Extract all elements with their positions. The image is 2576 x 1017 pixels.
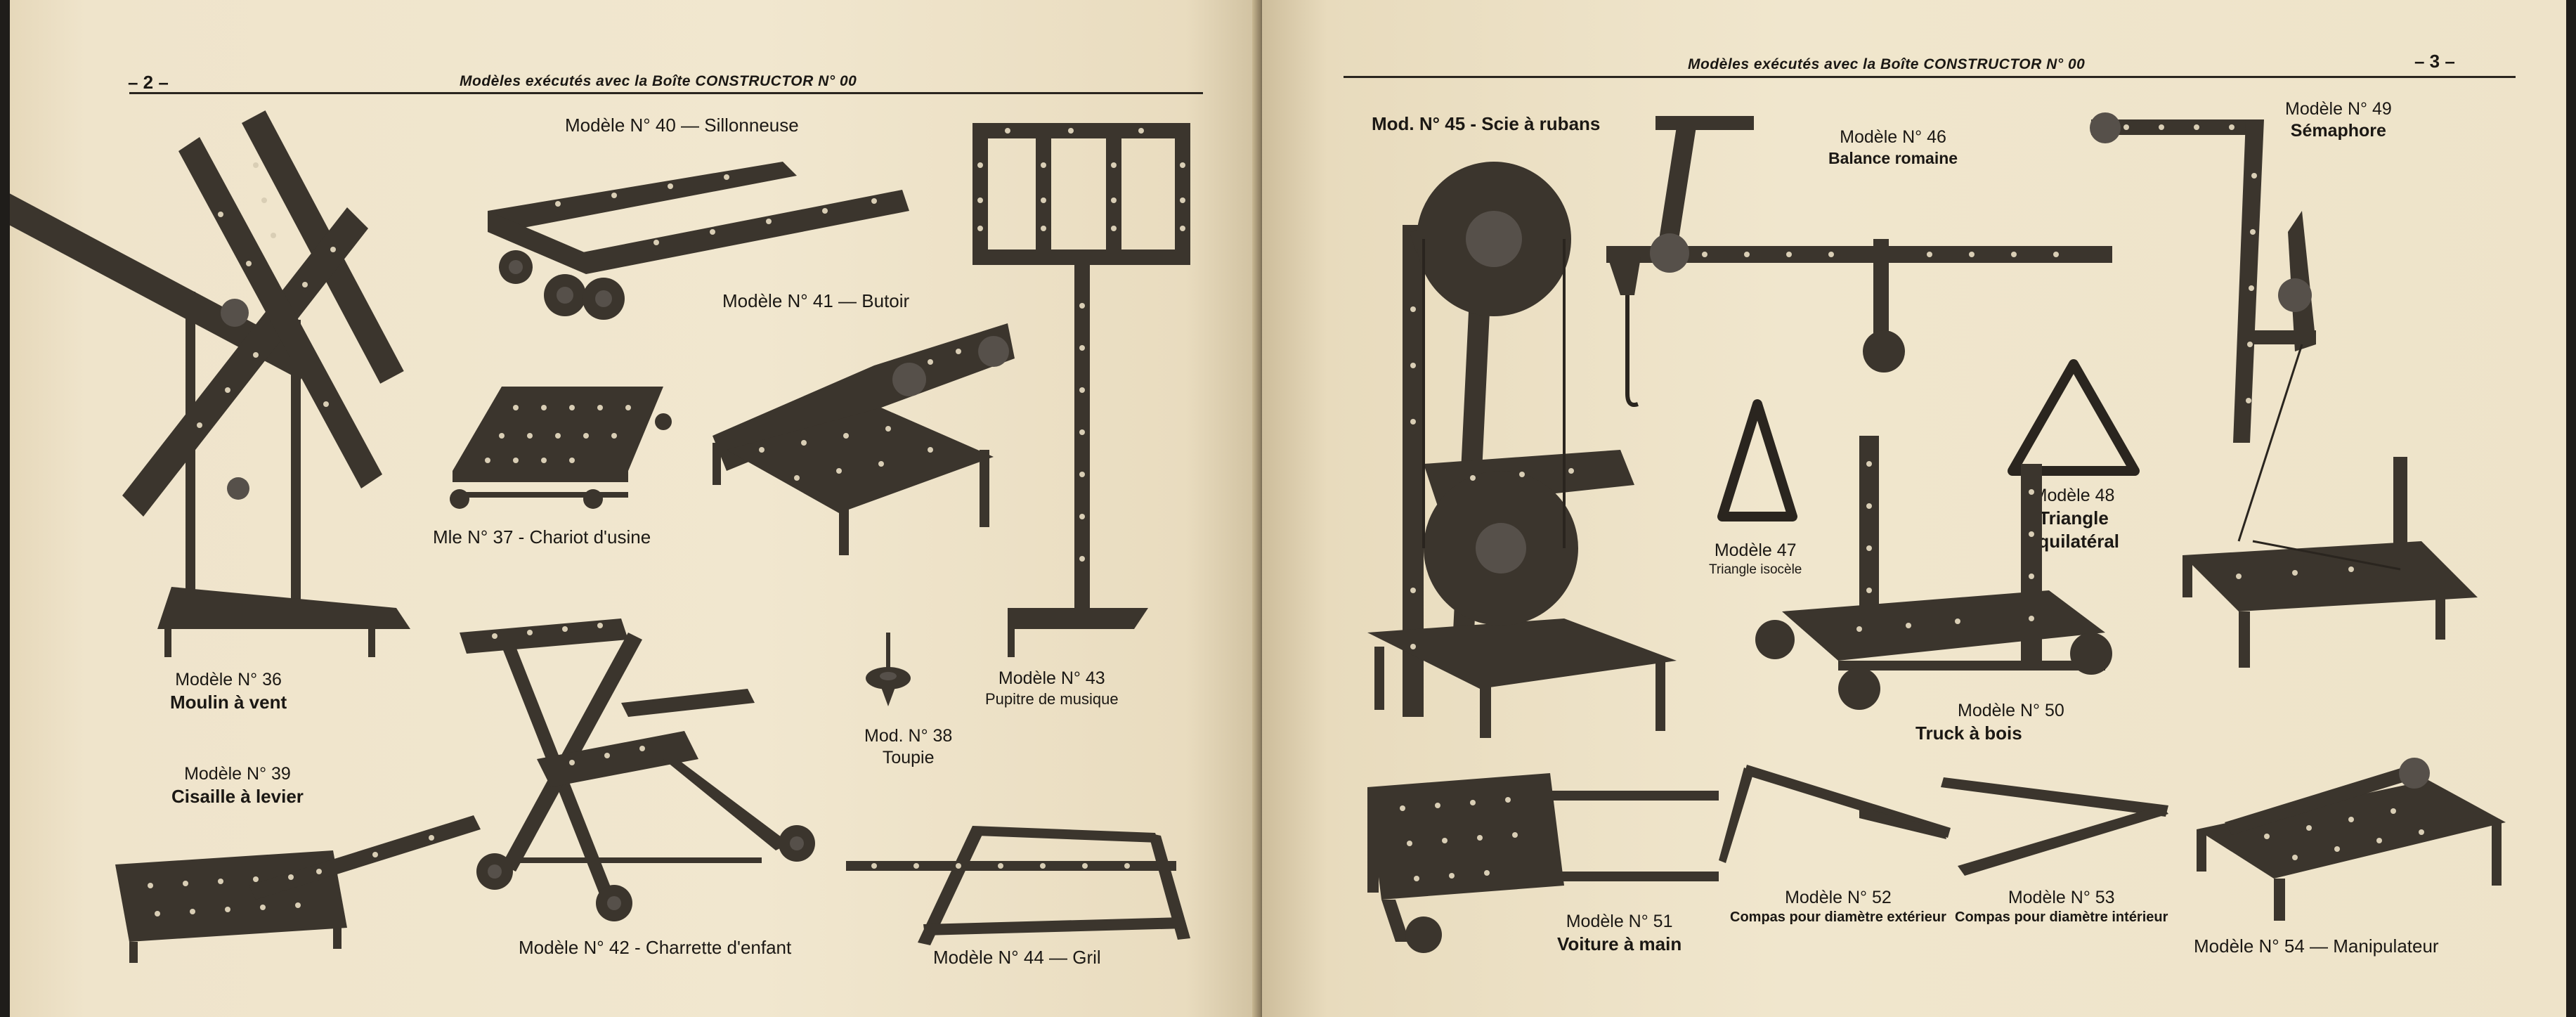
page-number-right: – 3 – — [2414, 51, 2455, 72]
caption-model-36: Modèle N° 36 Moulin à vent — [170, 670, 287, 713]
caption-model-50: Modèle N° 50 Truck à bois — [1915, 701, 2064, 744]
caption-model-42: Modèle N° 42 - Charrette d'enfant — [519, 937, 792, 958]
header-rule-left — [129, 92, 1203, 94]
caption-model-44: Modèle N° 44 — Gril — [933, 947, 1101, 968]
caption-model-51: Modèle N° 51 Voiture à main — [1557, 912, 1682, 955]
balance-romaine-model-illustration — [1606, 116, 2112, 407]
page-header-right: Modèles exécutés avec la Boîte CONSTRUCT… — [1688, 56, 2086, 72]
semaphore-model-illustration — [2090, 112, 2478, 668]
triangle-isocele-model-illustration — [1717, 399, 1797, 522]
manipulateur-model-illustration — [2197, 758, 2506, 921]
truck-a-bois-model-illustration — [1755, 436, 2112, 710]
scie-a-rubans-model-illustration — [1367, 162, 1677, 738]
caption-model-49: Modèle N° 49 Sémaphore — [2285, 99, 2392, 141]
compas-interieur-model-illustration — [1941, 777, 2168, 876]
caption-model-48: Modèle 48 Triangle équilatéral — [2027, 486, 2120, 552]
voiture-a-main-model-illustration — [1367, 773, 1719, 953]
page-number-left: – 2 – — [128, 72, 169, 93]
toupie-model-illustration — [866, 633, 911, 706]
caption-model-52: Modèle N° 52 Compas pour diamètre extéri… — [1730, 888, 1946, 926]
caption-model-40: Modèle N° 40 — Sillonneuse — [565, 115, 799, 136]
page-3: Modèles exécutés avec la Boîte CONSTRUCT… — [1262, 0, 2566, 1017]
butoir-model-illustration — [713, 323, 1015, 555]
pupitre-model-illustration — [972, 123, 1190, 657]
caption-model-46: Modèle N° 46 Balance romaine — [1828, 127, 1958, 168]
caption-model-39: Modèle N° 39 Cisaille à levier — [171, 764, 304, 808]
caption-model-47: Modèle 47 Triangle isocèle — [1709, 540, 1802, 578]
caption-model-53: Modèle N° 53 Compas pour diamètre intéri… — [1955, 888, 2168, 926]
charrette-model-illustration — [460, 618, 815, 921]
page-header-left: Modèles exécutés avec la Boîte CONSTRUCT… — [460, 73, 857, 89]
caption-model-38: Mod. N° 38 Toupie — [864, 726, 953, 768]
page-2: – 2 – Modèles exécutés avec la Boîte CON… — [10, 0, 1261, 1017]
caption-model-41: Modèle N° 41 — Butoir — [722, 290, 910, 311]
caption-model-54: Modèle N° 54 — Manipulateur — [2194, 935, 2439, 957]
cisaille-model-illustration — [115, 815, 481, 963]
chariot-model-illustration — [450, 387, 672, 509]
header-rule-right — [1344, 76, 2516, 78]
caption-model-43: Modèle N° 43 Pupitre de musique — [985, 668, 1119, 708]
triangle-equilateral-model-illustration — [2008, 359, 2140, 476]
caption-model-45: Mod. N° 45 - Scie à rubans — [1372, 113, 1601, 134]
gril-model-illustration — [846, 826, 1190, 945]
compas-exterieur-model-illustration — [1719, 765, 1951, 863]
sillonneuse-model-illustration — [488, 162, 909, 320]
caption-model-37: Mle N° 37 - Chariot d'usine — [433, 526, 651, 548]
windmill-model-illustration — [10, 110, 410, 657]
